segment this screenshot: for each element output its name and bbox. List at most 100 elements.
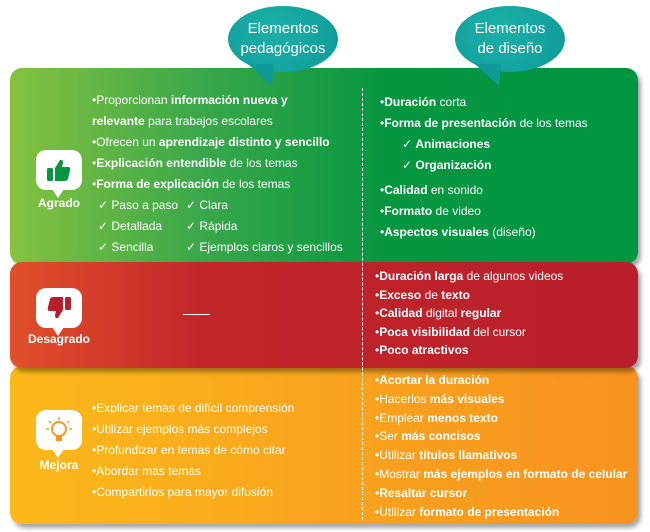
check-item: ✓ Paso a paso [98,195,186,216]
list-item-text: regular [460,306,502,320]
list-item-text: de los temas [218,177,291,191]
row-label-desagrado: Desagrado [27,332,91,346]
list-item: •Poca visibilidad del cursor [375,324,526,339]
mejora-band [10,366,638,524]
list-item: •Compartirlos para mayor difusión [92,485,273,499]
check-item: ✓ Ejemplos claros y sencillos [186,237,357,258]
no-data-dash [183,314,210,315]
row-label-agrado: Agrado [38,196,80,210]
list-item-text: texto [441,287,470,302]
check-text: Organización [415,158,492,172]
list-item: •Utilizar títulos llamativos [375,448,518,463]
row-label-mejora: Mejora [39,458,79,472]
lightbulb-icon [36,410,82,458]
list-item-text: Calidad [379,306,423,320]
list-item: •Exceso de texto [375,287,470,302]
check-icon: ✓ [98,240,112,254]
list-item-text: Utilizar [379,504,420,519]
check-icon: ✓ [402,137,416,151]
list-item: •Formato de video [380,204,481,218]
list-item-text: de [421,287,442,302]
list-item-text: aprendizaje distinto y sencillo [158,135,330,149]
list-item-text: corta [436,95,467,109]
agrado-pedagogicos: •Proporcionan información nueva y releva… [92,90,357,258]
list-item-text: Proporcionan [96,93,171,107]
list-item: •Calidad en sonido [380,183,483,197]
check-item: ✓ Rápida [186,216,357,237]
check-icon: ✓ [98,198,112,212]
desagrado-diseno: •Duración larga de algunos videos •Exceso… [375,267,563,360]
header-pedagogicos: Elementos pedagógicos [240,20,326,57]
list-item: •Abordar más temas [92,464,201,478]
list-item: •Duración larga de algunos videos [375,269,564,283]
thumbs-down-icon [36,288,82,336]
list-item-text: de los temas [226,156,298,170]
agrado-diseno: •Duración corta•Forma de presentación de… [380,92,630,243]
check-item: ✓ Clara [186,195,357,216]
list-item: •Acortar la duración [375,373,490,387]
desagrado-band [10,262,638,368]
list-item-text: Formato [384,204,433,218]
mejora-pedagogicos: •Explicar temas de difícil comprensión•U… [92,398,294,503]
check-text: Rápida [199,219,238,233]
list-item-text: menos texto [427,410,498,425]
list-item: •Aspectos visuales (diseño) [380,225,536,239]
check-item: ✓ Animaciones [402,134,630,155]
list-item: •Profundizar en temas de cómo citar [92,443,286,457]
list-item: •Explicar temas de difícil comprensión [92,401,295,415]
check-item: ✓ Organización [402,155,630,176]
check-icon: ✓ [186,198,200,212]
list-item: •Forma de explicación de los temas [92,177,291,191]
list-item-text: más ejemplos en formato de celular [423,466,628,481]
list-item-text: más visuales [429,391,505,406]
list-item-text: para trabajos escolares [144,114,273,128]
list-item: •Ofrecen un aprendizaje distinto y senci… [92,135,330,149]
list-item-text: Utilizar [379,448,420,463]
agrado-band [10,68,638,264]
list-item-text: Forma de presentación [384,116,517,130]
list-item-text: de video [432,204,481,218]
list-item-text: Resaltar cursor [379,485,468,500]
check-icon: ✓ [98,219,112,233]
list-item-text: más concisos [401,429,481,444]
header-bubble-diseno: Elementos de diseño [455,6,565,86]
check-text: Sencilla [111,240,154,254]
list-item: •Proporcionan información nueva y releva… [92,93,288,128]
list-item-text: Forma de explicación [96,177,219,191]
list-item: •Utilizar formato de presentación [375,504,560,519]
list-item: •Hacerlos más visuales [375,391,505,406]
list-item-text: del cursor [469,324,526,339]
mejora-diseno: •Acortar la duración •Hacerlos más visual… [375,371,627,521]
check-text: Animaciones [415,137,491,151]
list-item: •Duración corta [380,95,467,109]
thumbs-up-icon [36,150,82,198]
check-text: Paso a paso [111,198,179,212]
list-item-text: Calidad [384,183,428,197]
list-item: •Ser más concisos [375,429,481,444]
list-item-text: digital [422,306,461,320]
list-item: •Mostrar más ejemplos en formato de celu… [375,466,628,481]
list-item-text: Poca visibilidad [379,324,470,339]
list-item-text: Aspectos visuales [384,225,489,239]
list-item-text: información nueva y relevante [92,93,288,128]
list-item-text: títulos llamativos [419,448,518,463]
list-item-text: Hacerlos [379,391,430,406]
list-item-text: formato de presentación [419,504,560,519]
list-item-text: Emplear [379,410,428,425]
list-item-text: Mostrar [379,466,424,481]
list-item: •Explicación entendible de los temas [92,156,298,170]
list-item-text: Utilizar ejemplos más complejos [96,422,268,436]
check-text: Detallada [111,219,163,233]
list-item-text: Exceso [379,287,422,302]
list-item: •Emplear menos texto [375,410,498,425]
list-item-text: de algunos videos [463,269,564,283]
list-item-text: Abordar más temas [96,464,201,478]
header-diseno: Elementos de diseño [474,20,546,57]
check-icon: ✓ [402,158,416,172]
list-item-text: Duración [384,95,437,109]
list-item-text: Explicación entendible [96,156,227,170]
list-item: •Calidad digital regular [375,306,502,320]
check-icon: ✓ [186,240,200,254]
header-bubble-pedagogicos: Elementos pedagógicos [228,6,338,86]
list-item-text: Poco atractivos [379,343,469,357]
